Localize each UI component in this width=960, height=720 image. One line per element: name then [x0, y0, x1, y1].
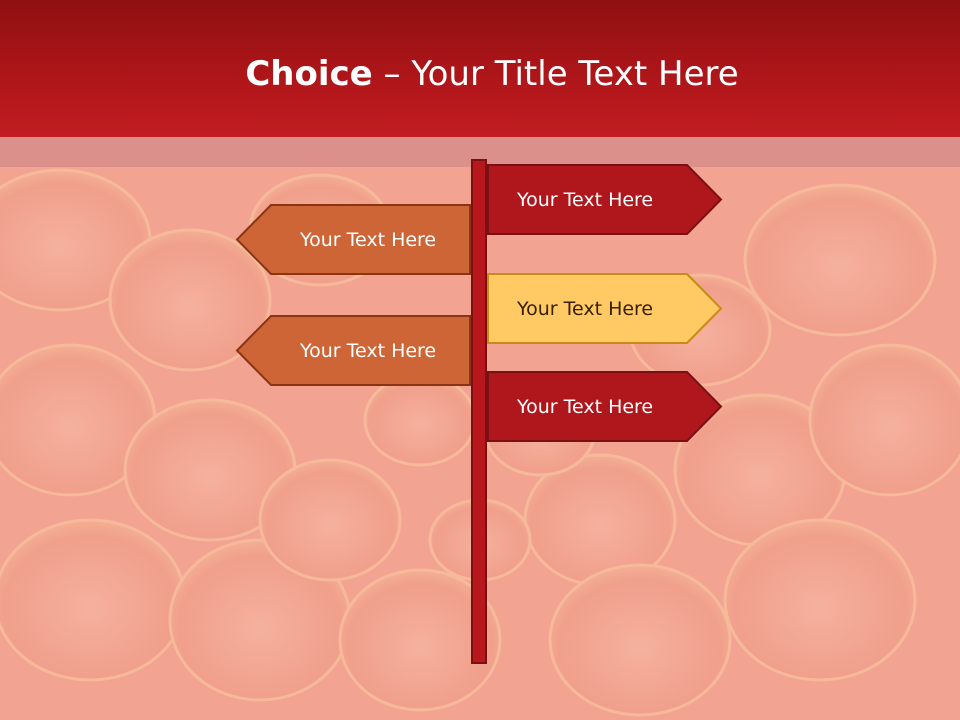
arrow-right-shape [487, 371, 723, 442]
sign-right-2[interactable]: Your Text Here [487, 273, 723, 344]
arrow-right-shape [487, 273, 723, 344]
sign-label: Your Text Here [300, 228, 437, 251]
sign-left-1[interactable]: Your Text Here [235, 204, 471, 275]
title-bar [0, 0, 960, 137]
sign-label: Your Text Here [517, 395, 654, 418]
sign-right-1[interactable]: Your Text Here [487, 164, 723, 235]
sign-left-2[interactable]: Your Text Here [235, 315, 471, 386]
arrow-left-shape [235, 204, 471, 275]
signpost-pole [471, 159, 487, 664]
title-bold-text: Choice [245, 54, 373, 94]
sign-label: Your Text Here [300, 339, 437, 362]
arrow-left-shape [235, 315, 471, 386]
arrow-right-shape [487, 164, 723, 235]
sign-label: Your Text Here [517, 188, 654, 211]
title-rest-text: – Your Title Text Here [372, 54, 739, 94]
sign-right-3[interactable]: Your Text Here [487, 371, 723, 442]
sign-label: Your Text Here [517, 297, 654, 320]
slide-title[interactable]: Choice – Your Title Text Here [0, 52, 960, 96]
